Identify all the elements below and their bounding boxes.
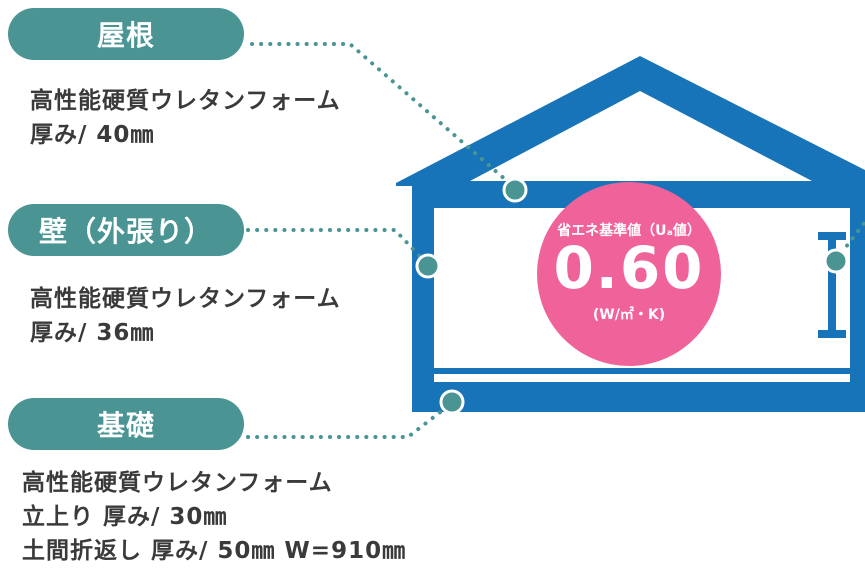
window-sash-bottom	[818, 330, 846, 338]
wall-label-pill: 壁（外張り）	[8, 204, 244, 256]
foundation-marker-dot	[439, 389, 465, 415]
window-mullion	[828, 240, 836, 330]
window-marker-dot	[823, 248, 849, 274]
ua-badge-value: 0.60	[553, 234, 705, 302]
wall-thickness: 厚み/ 36㎜	[30, 320, 155, 346]
roof-leader-line	[250, 42, 517, 190]
roof-material: 高性能硬質ウレタンフォーム	[30, 88, 341, 114]
foundation-earth-floor: 土間折返し 厚み/ 50㎜ W=910㎜	[22, 538, 407, 564]
roof-label-pill: 屋根	[8, 8, 244, 60]
foundation-spec: 高性能硬質ウレタンフォーム 立上り 厚み/ 30㎜ 土間折返し 厚み/ 50㎜ …	[22, 466, 406, 568]
wall-leader-line	[246, 228, 430, 267]
wall-material: 高性能硬質ウレタンフォーム	[30, 286, 341, 312]
roof-marker-dot	[502, 177, 528, 203]
foundation-material: 高性能硬質ウレタンフォーム	[22, 470, 333, 496]
roof-spec: 高性能硬質ウレタンフォーム 厚み/ 40㎜	[30, 84, 341, 152]
ua-value-badge: 省エネ基準値（Uₐ値） 0.60 (W/㎡・K)	[537, 182, 721, 366]
ua-badge-label: 省エネ基準値（Uₐ値）	[557, 223, 701, 239]
floor-line	[434, 374, 850, 382]
wall-spec: 高性能硬質ウレタンフォーム 厚み/ 36㎜	[30, 282, 341, 350]
window-sash-top	[818, 232, 846, 240]
foundation-label-pill: 基礎	[8, 398, 244, 450]
foundation-rise: 立上り 厚み/ 30㎜	[22, 504, 228, 530]
wall-marker-dot	[415, 253, 441, 279]
ua-badge-unit: (W/㎡・K)	[592, 307, 666, 323]
wall-label: 壁（外張り）	[38, 215, 213, 248]
foundation-leader-line	[246, 401, 454, 439]
foundation-label: 基礎	[96, 409, 155, 442]
roof-label: 屋根	[96, 19, 155, 52]
roof-thickness: 厚み/ 40㎜	[30, 122, 155, 148]
attic-space	[470, 91, 812, 181]
